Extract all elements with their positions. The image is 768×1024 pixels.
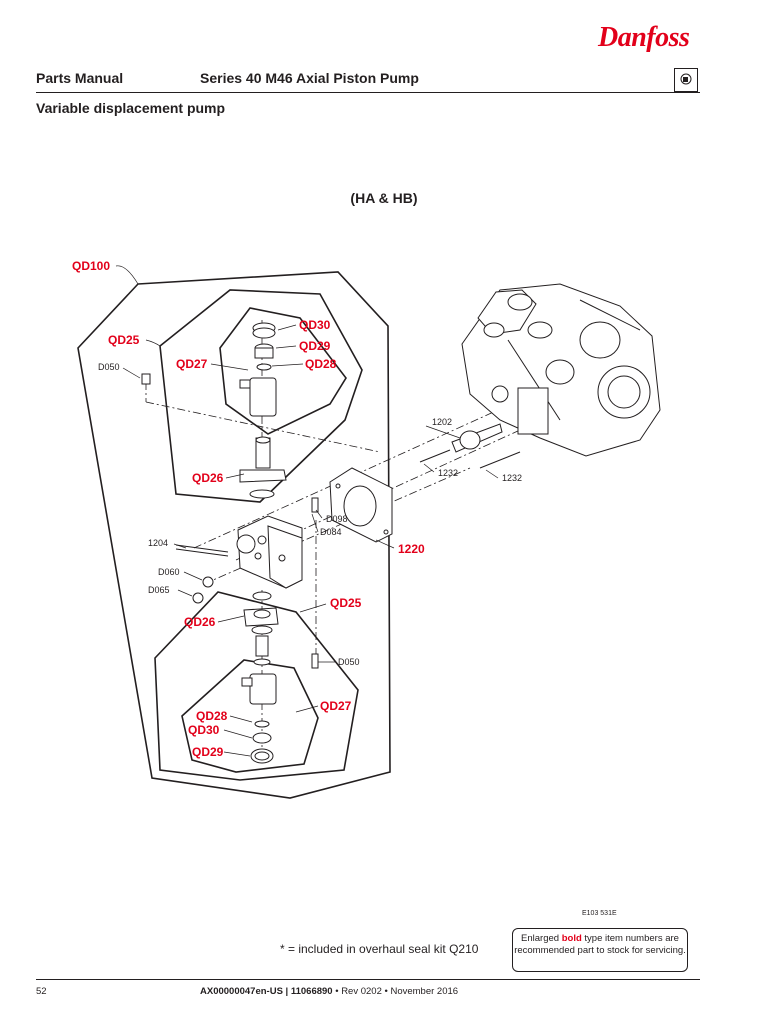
label-qd30-bot: QD30 [188,723,220,737]
label-d050-top: D050 [98,362,120,372]
seal-kit-footnote: * = included in overhaul seal kit Q210 [280,942,479,956]
label-1202: 1202 [432,417,452,427]
label-d098: D098 [326,514,348,524]
label-qd26-bot: QD26 [184,615,216,629]
label-qd29-bot: QD29 [192,745,224,759]
footer-rule [36,979,700,980]
pump-housing [461,283,661,457]
note-text-pre: Enlarged [521,933,562,944]
drawing-code: E103 531E [582,910,617,917]
shaft-and-screws [419,423,521,469]
label-qd27-top: QD27 [176,357,208,371]
label-qd26-top: QD26 [192,471,224,485]
page-subtitle: Variable displacement pump [36,100,226,116]
label-d084: D084 [320,527,342,537]
label-qd25-bot: QD25 [330,596,362,610]
label-1204: 1204 [148,538,168,548]
label-qd28-bot: QD28 [196,709,228,723]
qd25-bot-outline [154,591,359,781]
manual-title: Parts Manual [36,70,124,86]
label-qd25-top: QD25 [108,333,140,347]
qd27-bot-outline [181,659,319,773]
diagram-title: (HA & HB) [350,190,418,206]
doc-revision: • Rev 0202 • November 2016 [332,986,459,997]
qd25-top-outline [159,289,363,503]
note-text-post: type item numbers are recommended part t… [514,933,686,956]
document-id: AX00000047en-US | 11066890 • Rev 0202 • … [200,986,458,997]
note-text-bold: bold [561,933,582,944]
label-d060: D060 [158,567,180,577]
qd100-outline [77,271,391,799]
bottom-cartridge-parts [241,591,319,764]
doc-id-number: AX00000047en-US | 11066890 [200,986,333,997]
leader-lines [115,265,499,757]
header-rule [36,92,700,93]
qd27-top-outline [219,307,347,435]
label-d065: D065 [148,585,170,595]
label-1220: 1220 [398,542,425,556]
hazard-icon [674,68,698,92]
axis-lines [145,320,521,760]
gasket-1220 [329,467,393,543]
valve-block [141,373,319,604]
label-qd30-top: QD30 [299,318,331,332]
label-qd27-bot: QD27 [320,699,352,713]
label-qd29-top: QD29 [299,339,331,353]
page-number: 52 [36,986,47,997]
danfoss-logo: Danfoss [598,22,690,53]
product-title: Series 40 M46 Axial Piston Pump [200,70,419,86]
label-d050-bot: D050 [338,657,360,667]
label-1232-a: 1232 [438,468,458,478]
label-qd100: QD100 [72,259,110,273]
top-cartridge-parts [239,322,287,499]
label-qd28-top: QD28 [305,357,337,371]
bold-items-note: Enlarged bold type item numbers are reco… [512,928,688,972]
label-1232-b: 1232 [502,473,522,483]
